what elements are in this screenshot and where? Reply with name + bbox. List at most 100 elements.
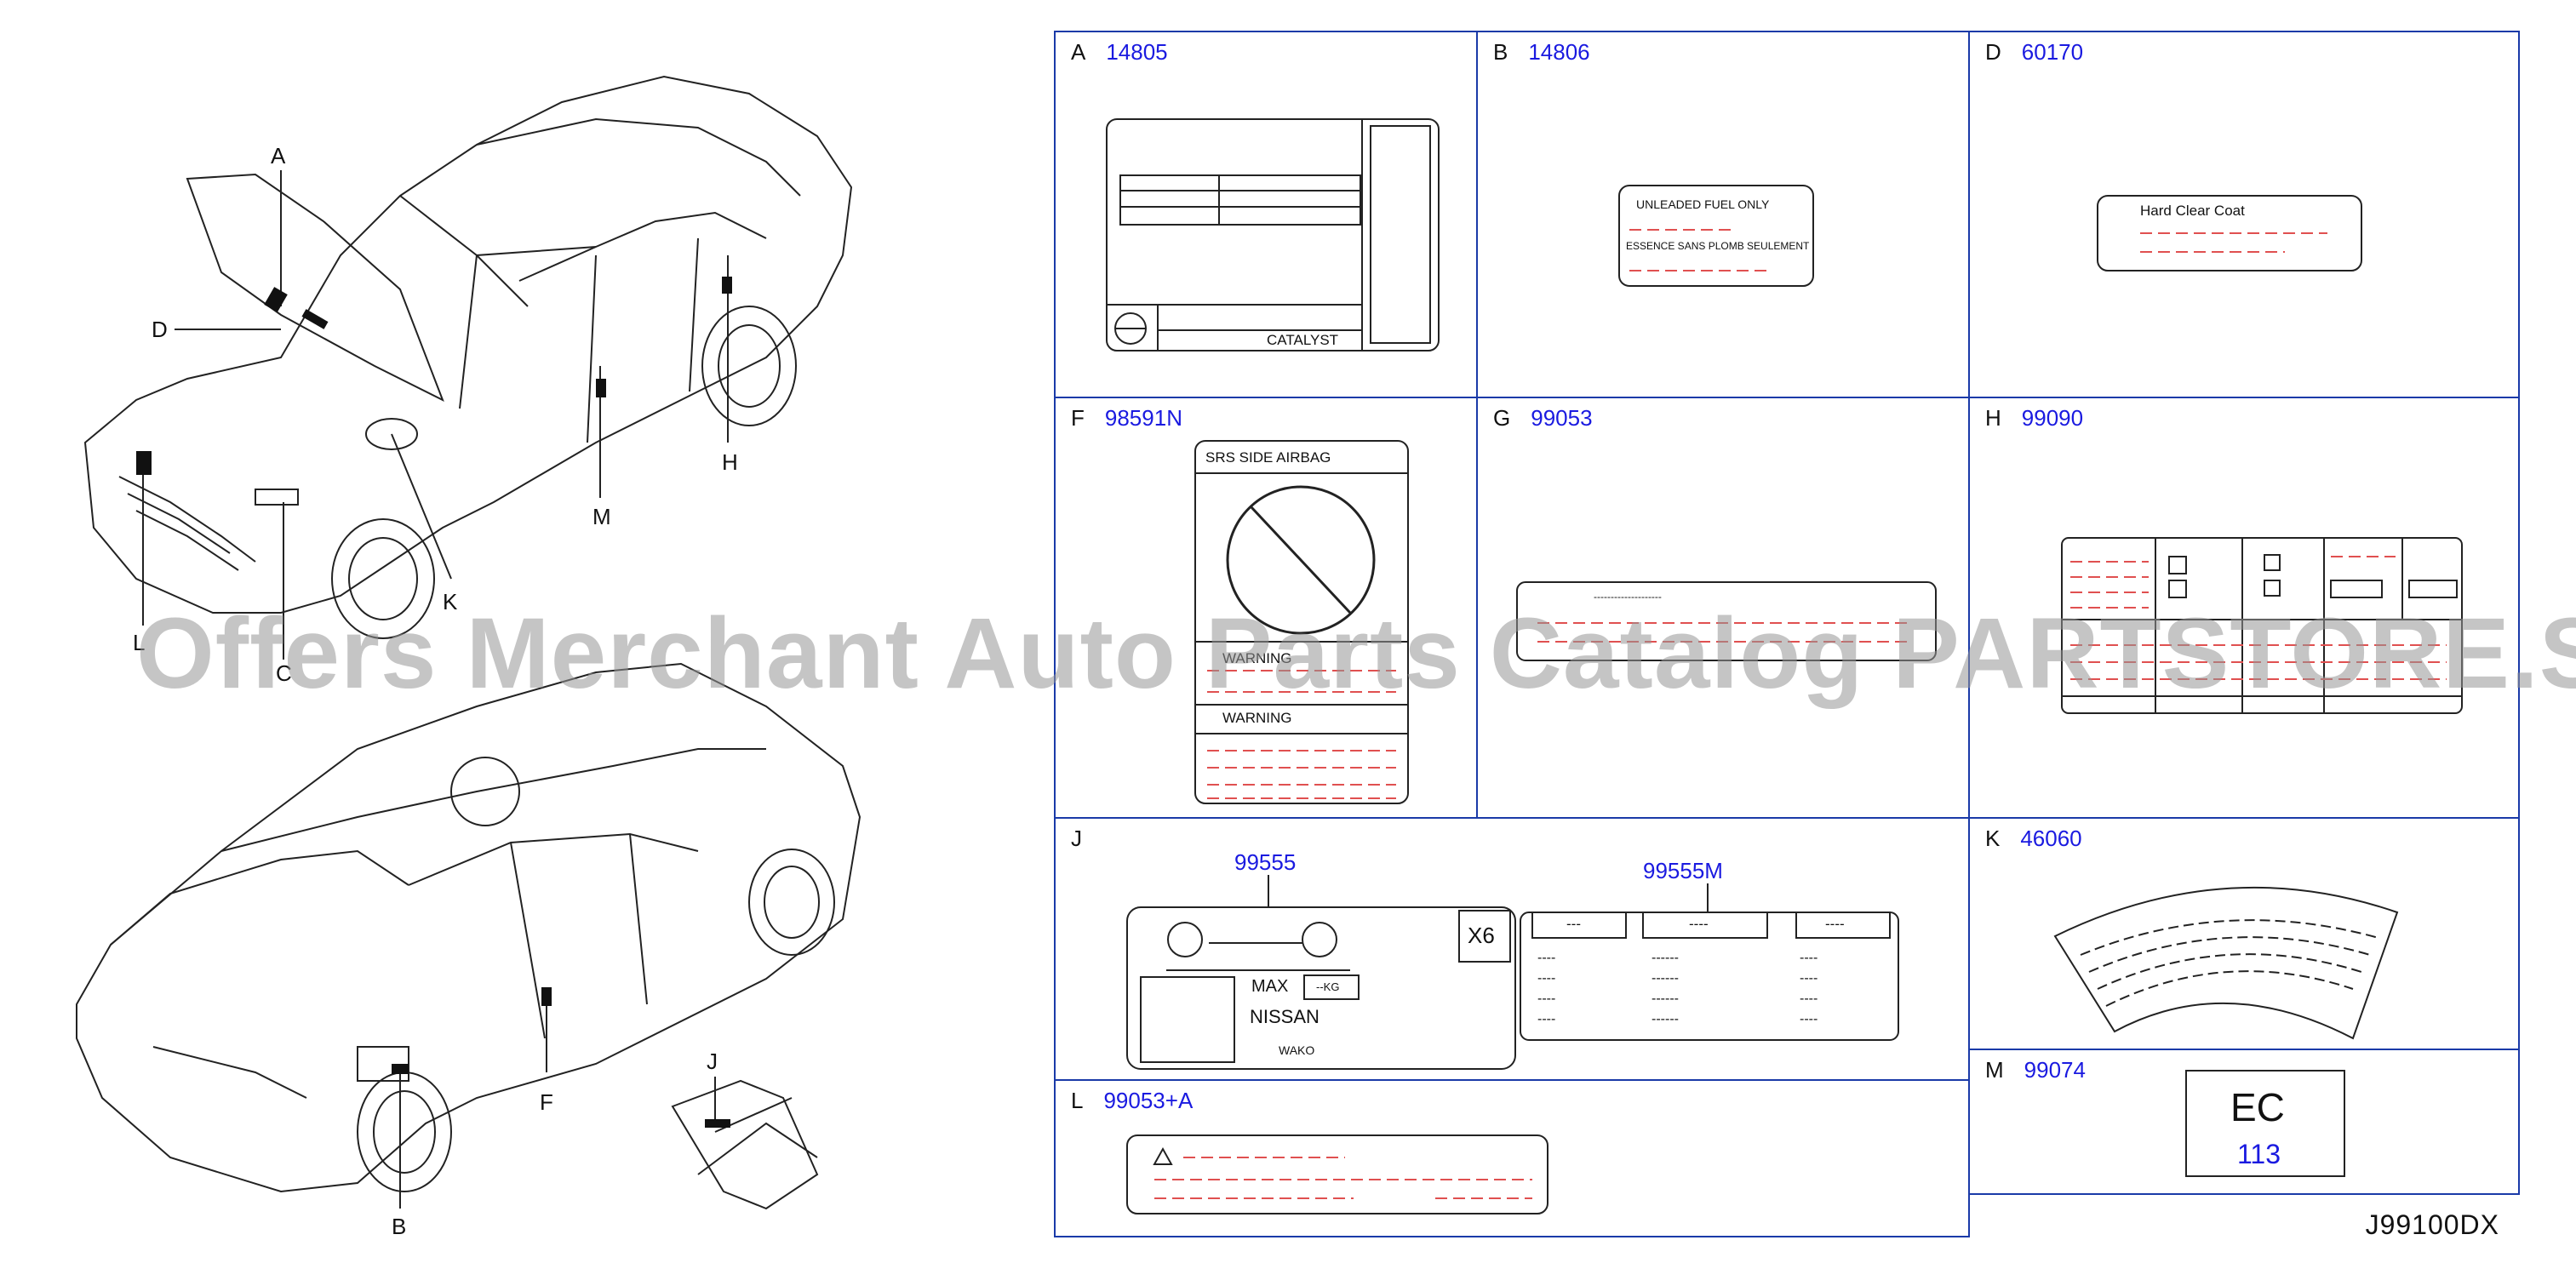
cell-b-head: B 14806 [1493,39,1590,66]
table-col-1: ---- ---- ---- ---- [1537,948,1555,1030]
table-cell: ---- [1537,992,1556,1006]
callout-h: H [722,449,738,475]
callout-j: J [707,1049,718,1074]
cell-letter: G [1493,405,1511,431]
max-label: MAX [1251,977,1289,996]
table-cell: ------ [1652,971,1679,986]
clear-coat-text: Hard Clear Coat [2140,203,2245,219]
cell-letter: J [1071,826,1082,851]
callout-b: B [392,1214,407,1239]
watermark: Offers Merchant Auto Parts Catalog PARTS… [136,597,2576,710]
cell-a-head: A 14805 [1071,39,1168,66]
table-cell: ---- [1537,1012,1556,1026]
car-drawing [76,75,862,1210]
callout-d: D [152,317,168,342]
cell-a[interactable]: A 14805 CATALYST [1054,31,1478,398]
arc-label-drawing [2053,886,2399,1040]
cell-letter: A [1071,39,1086,65]
cell-l-head: L 99053+A [1071,1088,1193,1114]
part-number-99555m: 99555M [1643,858,1723,883]
cell-b[interactable]: B 14806 UNLEADED FUEL ONLY ESSENCE SANS P… [1476,31,1970,398]
cell-g-head: G 99053 [1493,405,1593,431]
cell-letter: L [1071,1088,1084,1113]
cell-f-head: F 98591N [1071,405,1182,431]
cell-k-head: K 46060 [1985,826,2082,852]
part-number: 99053+A [1103,1088,1194,1113]
fuel-line-1: UNLEADED FUEL ONLY [1636,197,1770,211]
table-cell: ---- [1800,992,1818,1006]
callout-m: M [592,504,611,529]
callout-f: F [540,1089,553,1115]
part-number: 99090 [2021,405,2084,431]
airbag-label-drawing [1194,440,1409,804]
callout-l: L [133,630,146,655]
airbag-title: SRS SIDE AIRBAG [1205,449,1331,466]
catalyst-label-drawing [1106,118,1440,351]
cell-j[interactable]: J 99555 99555M X6 MAX --KG NISSAN WAKO -… [1054,817,1970,1081]
part-number: 99053 [1531,405,1593,431]
cell-d[interactable]: D 60170 Hard Clear Coat [1968,31,2520,398]
warning-strip-drawing [1126,1134,1548,1214]
cell-letter: F [1071,405,1085,431]
cell-k[interactable]: K 46060 [1968,817,2520,1050]
callout-c: C [276,660,292,686]
cell-f[interactable]: F 98591N SRS SIDE AIRBAG WARNING WARNING [1054,397,1478,819]
ec-mark: EC [2230,1085,2285,1129]
table-cell: ---- [1537,971,1556,986]
car-illustrations: A D H M K L C J F B [0,0,1047,1263]
cell-l[interactable]: L 99053+A [1054,1079,1970,1237]
col-head-2: ---- [1689,916,1709,932]
jack-drawing [671,1079,819,1210]
ec-label-drawing [2185,1070,2345,1177]
label-markers [136,277,732,1128]
front-car-outline [83,75,853,639]
cell-j-head: J [1071,826,1102,852]
cell-letter: K [1985,826,2001,851]
part-number: 60170 [2021,39,2084,65]
airbag-warning-1: WARNING [1222,650,1292,666]
table-cell: ------ [1652,992,1679,1006]
callout-a: A [271,143,286,169]
part-number: 99074 [2024,1057,2086,1083]
ec-number: 113 [2237,1139,2281,1169]
g-label-drawing [1516,581,1937,661]
jack-label-drawing [1126,875,1899,1070]
part-number: 98591N [1104,405,1182,431]
table-cell: ---- [1800,951,1818,965]
brand-label: NISSAN [1250,1006,1319,1027]
h-label-drawing [2061,537,2463,714]
col-head-3: ---- [1825,916,1845,932]
x6-mark: X6 [1468,923,1495,948]
part-number: 46060 [2020,826,2082,851]
fuel-line-2: ESSENCE SANS PLOMB SEULEMENT [1626,240,1810,252]
part-number-99555: 99555 [1234,849,1297,875]
clear-coat-label-drawing [2097,195,2362,271]
catalyst-text: CATALYST [1267,332,1339,348]
diagram-code: J99100DX [2365,1209,2499,1240]
table-cell: ------ [1652,1012,1679,1026]
table-cell: ---- [1800,971,1818,986]
fuel-label-drawing [1618,185,1814,287]
cell-d-head: D 60170 [1985,39,2083,66]
cell-letter: D [1985,39,2001,65]
cell-letter: B [1493,39,1508,65]
part-number: 14805 [1106,39,1168,65]
rear-car-outline [76,662,862,1193]
table-col-2: ------ ------ ------ ------ [1652,948,1679,1030]
airbag-warning-2: WARNING [1222,710,1292,726]
table-cell: ---- [1800,1012,1818,1026]
table-cell: ---- [1537,951,1556,965]
part-number: 14806 [1528,39,1590,65]
cell-g[interactable]: G 99053 -------------------- [1476,397,1970,819]
table-cell: ------ [1652,951,1679,965]
table-col-3: ---- ---- ---- ---- [1800,948,1818,1030]
callout-k: K [443,589,458,614]
g-dots: -------------------- [1594,591,1662,603]
kg-label: --KG [1316,980,1340,993]
col-head-1: --- [1566,916,1581,932]
